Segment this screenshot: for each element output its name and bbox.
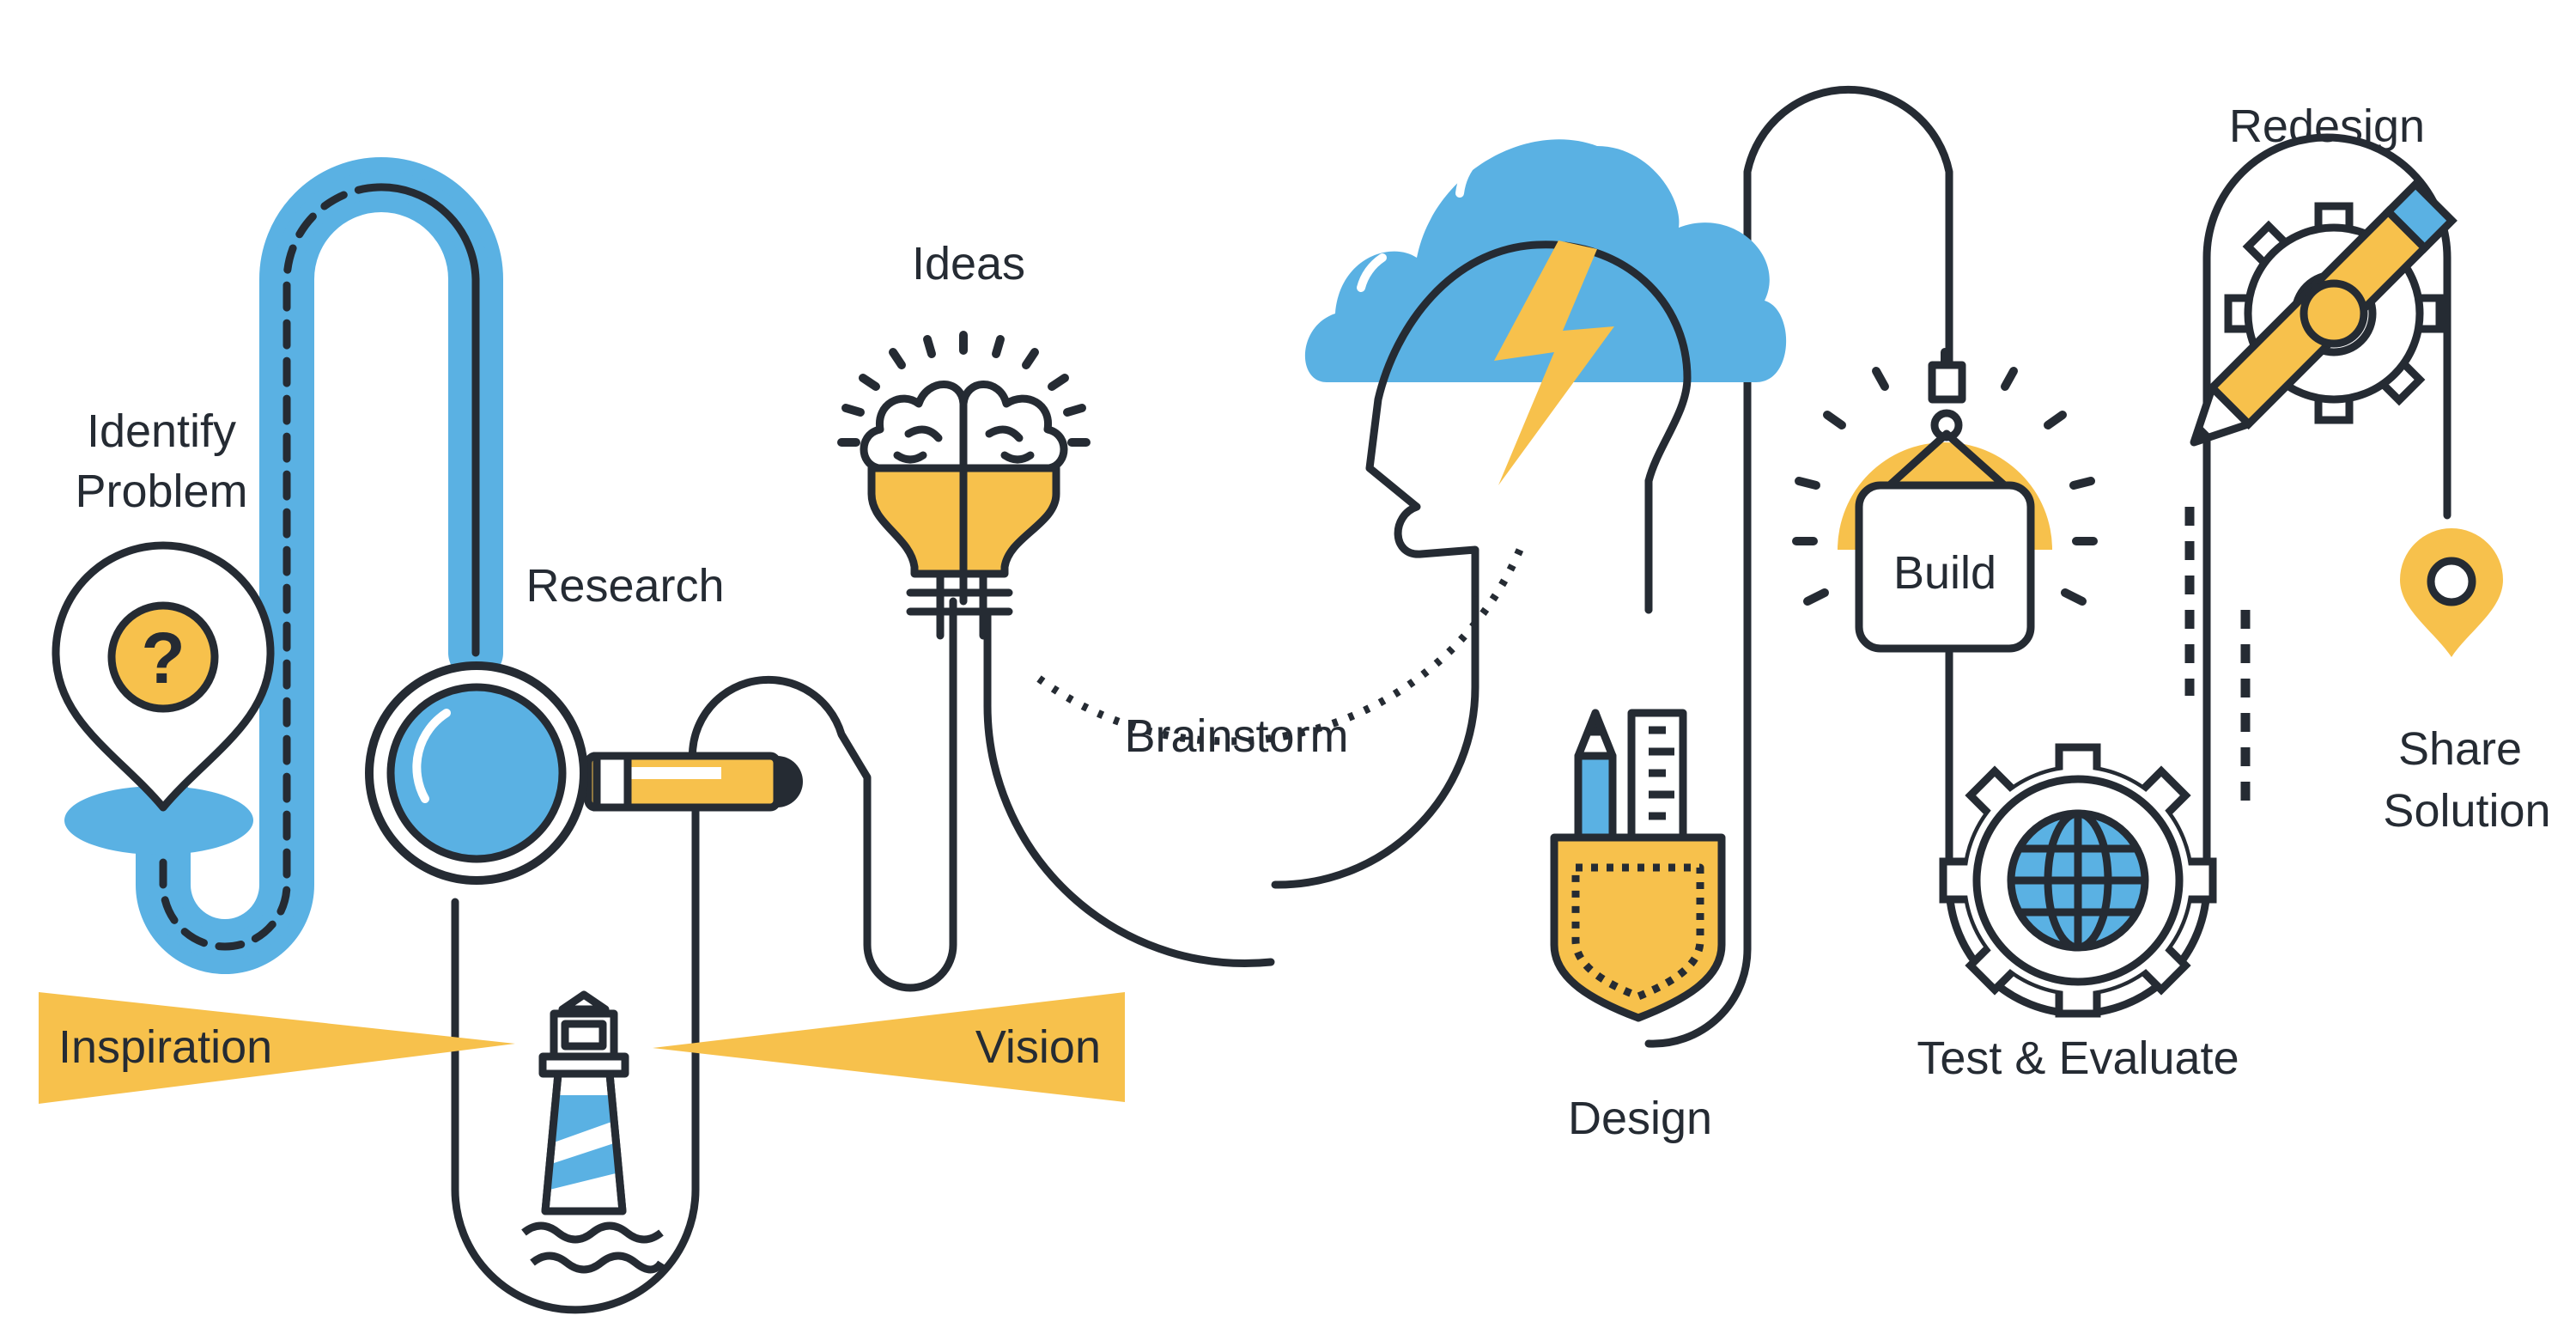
magnifying-glass-icon [365,661,803,885]
test-evaluate-label: Test & Evaluate [1917,1032,2239,1084]
bulb-rays [837,331,1091,447]
vision-beam [653,992,1125,1102]
lighthouse-icon [521,990,665,1274]
vision-label: Vision [975,1021,1101,1073]
build-label: Build [1893,547,1996,599]
location-pin-icon [2400,528,2503,657]
brainstorm-label: Brainstorm [1124,710,1348,762]
head-cloud-lightning-icon [1304,137,1787,614]
location-pin-question-icon: ? [52,541,275,855]
lightbulb-brain-icon [837,331,1091,640]
ideas-label: Ideas [912,238,1025,289]
share-solution-label-line2: Solution [2383,785,2550,837]
research-label: Research [526,560,724,612]
gear-pencil-icon [2190,179,2458,447]
inspiration-label: Inspiration [58,1021,272,1073]
share-solution-label-line1: Share [2398,723,2522,775]
identify-problem-label-line1: Identify [87,405,236,457]
path-ideas-curve [983,610,1275,968]
redesign-label: Redesign [2229,100,2425,152]
path-brainstorm-curve [1271,588,1479,889]
svg-text:?: ? [141,618,185,698]
design-label: Design [1568,1093,1712,1144]
pocket-pencil-ruler-icon [1550,709,1726,1022]
sign-rays [1792,348,2098,606]
identify-problem-label-line2: Problem [75,466,247,517]
tube-inner-edge [374,183,480,657]
inspiration-beam [39,992,515,1104]
gear-globe-icon [1939,743,2217,1018]
hanging-sign-icon [1792,348,2098,653]
brainstorm-dotted-ring [1036,507,2251,807]
labels: Identify Problem Research Ideas Brainsto… [58,100,2551,1144]
path-lighthouse-loop [451,597,957,1314]
